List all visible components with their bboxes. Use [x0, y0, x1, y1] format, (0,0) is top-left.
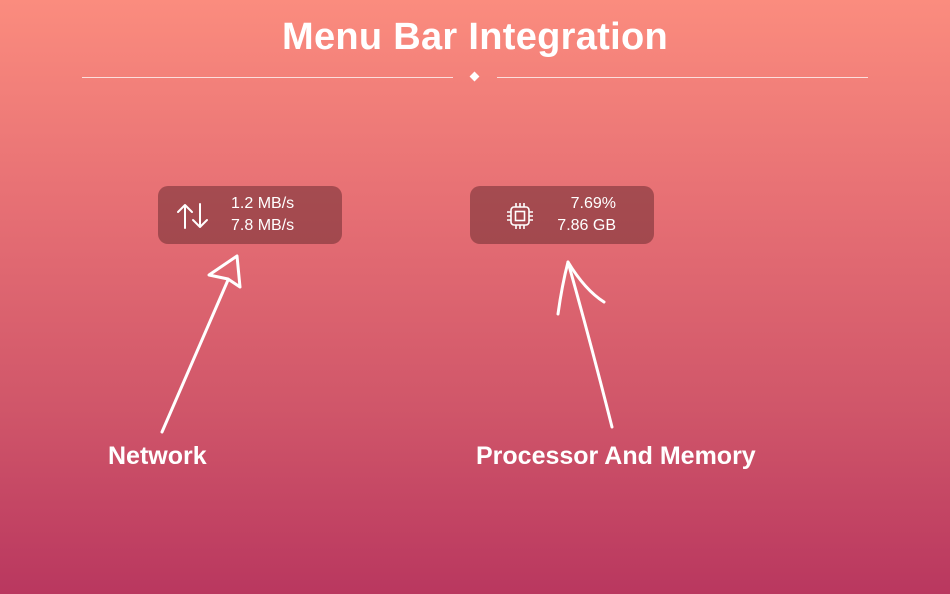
divider-left — [82, 77, 453, 78]
cpu-chip-icon — [507, 203, 533, 229]
arrows-up-down-icon — [177, 203, 208, 229]
cpu-usage: 7.69% — [570, 195, 616, 212]
memory-usage: 7.86 GB — [557, 217, 616, 234]
network-arrow-head — [207, 254, 242, 289]
divider-right — [497, 77, 868, 78]
upload-speed: 1.2 MB/s — [231, 195, 295, 212]
system-menu-bar-item[interactable]: 7.69% 7.86 GB — [470, 186, 654, 244]
download-speed: 7.8 MB/s — [231, 217, 295, 234]
processor-arrow — [566, 260, 614, 429]
page-title: Menu Bar Integration — [281, 16, 669, 58]
network-arrow — [160, 278, 230, 434]
network-caption: Network — [108, 442, 207, 470]
processor-arrow-head — [556, 260, 606, 316]
network-menu-bar-item[interactable]: 1.2 MB/s 7.8 MB/s — [158, 186, 342, 244]
processor-caption: Processor And Memory — [476, 442, 756, 470]
